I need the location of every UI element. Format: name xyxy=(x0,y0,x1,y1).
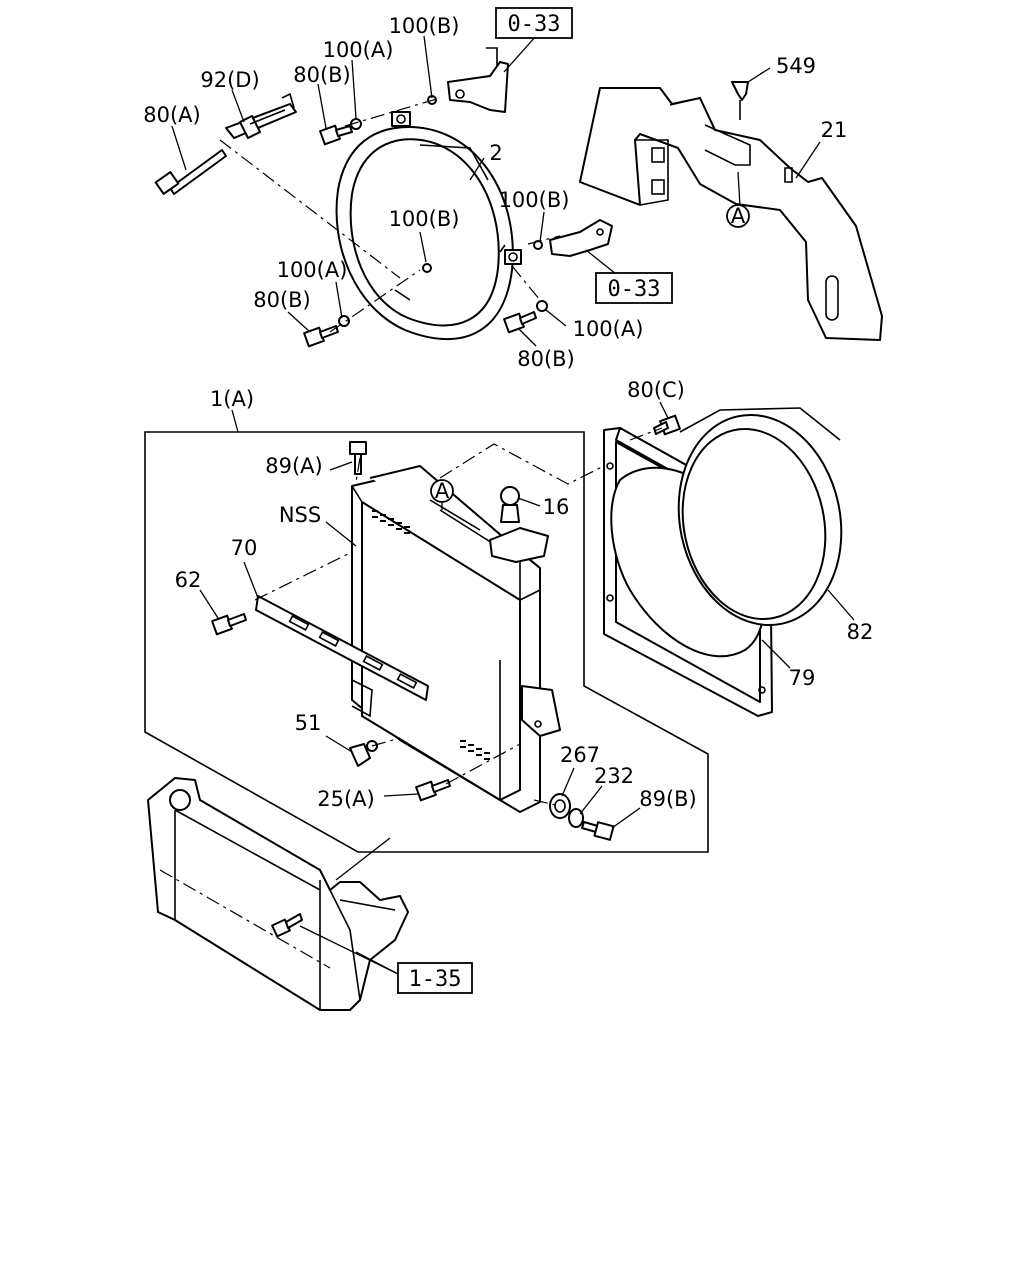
label-25a: 25(A) xyxy=(317,787,374,811)
bolt-89b xyxy=(581,821,615,841)
label-80b-mid: 80(B) xyxy=(253,288,311,312)
label-80a: 80(A) xyxy=(143,103,200,127)
fan-ring-82 xyxy=(677,407,843,627)
fan-ring-part-2 xyxy=(335,111,522,341)
washer-232 xyxy=(568,808,584,828)
ref-0-33-mid-text: 0-33 xyxy=(608,277,661,302)
ref-box-0-33-top[interactable]: 0-33 xyxy=(495,7,573,39)
label-100a-top: 100(A) xyxy=(323,38,394,62)
label-70: 70 xyxy=(231,536,258,560)
bolt-intercooler xyxy=(271,913,303,938)
ref-0-33-top-text: 0-33 xyxy=(508,12,561,37)
part-labels: 100(B) 100(A) 92(D) 80(B) 80(A) 549 21 2… xyxy=(143,14,873,811)
clamp-92d xyxy=(225,92,297,139)
label-267: 267 xyxy=(560,743,600,767)
label-80b-top: 80(B) xyxy=(293,63,351,87)
ref-box-0-33-mid[interactable]: 0-33 xyxy=(595,272,673,304)
bolt-62 xyxy=(211,613,247,636)
label-100b-right: 100(B) xyxy=(499,188,570,212)
bracket-0-33-mid xyxy=(533,219,613,257)
label-89b: 89(B) xyxy=(639,787,697,811)
bolt-80b-bottom xyxy=(503,300,548,334)
label-100a-right: 100(A) xyxy=(573,317,644,341)
marker-a-radiator-text: A xyxy=(435,479,450,503)
label-100b-top: 100(B) xyxy=(389,14,460,38)
label-21: 21 xyxy=(821,118,848,142)
radiator-core xyxy=(351,465,561,813)
label-80b-bottom: 80(B) xyxy=(517,347,575,371)
group-frame-1a xyxy=(144,431,709,853)
drain-cock-51 xyxy=(349,740,378,767)
bolt-25a xyxy=(415,779,451,802)
label-79: 79 xyxy=(789,666,816,690)
label-62: 62 xyxy=(175,568,202,592)
label-100a-mid: 100(A) xyxy=(277,258,348,282)
label-100b-mid: 100(B) xyxy=(389,207,460,231)
stay-70 xyxy=(255,595,429,701)
label-1a: 1(A) xyxy=(210,387,254,411)
marker-a-shroud: A xyxy=(726,204,750,228)
mount-267 xyxy=(549,793,571,819)
bolt-80a xyxy=(154,149,227,195)
ref-1-35-text: 1-35 xyxy=(409,967,462,992)
label-89a: 89(A) xyxy=(265,454,322,478)
clip-549 xyxy=(731,81,749,120)
label-2: 2 xyxy=(489,141,502,165)
bolt-80c xyxy=(653,414,681,436)
label-92d: 92(D) xyxy=(200,68,259,92)
marker-a-radiator: A xyxy=(430,479,454,503)
label-51: 51 xyxy=(295,711,322,735)
label-16: 16 xyxy=(543,495,570,519)
marker-a-shroud-text: A xyxy=(731,204,746,228)
intercooler xyxy=(147,777,409,1011)
label-nss: NSS xyxy=(279,503,321,527)
label-82: 82 xyxy=(847,620,874,644)
leader-lines xyxy=(171,35,855,975)
label-80c: 80(C) xyxy=(627,378,685,402)
ref-box-1-35[interactable]: 1-35 xyxy=(397,962,473,994)
label-232: 232 xyxy=(594,764,634,788)
bracket-0-33-top xyxy=(447,47,509,113)
shroud-cover-part-21 xyxy=(579,87,883,341)
label-549: 549 xyxy=(776,54,816,78)
